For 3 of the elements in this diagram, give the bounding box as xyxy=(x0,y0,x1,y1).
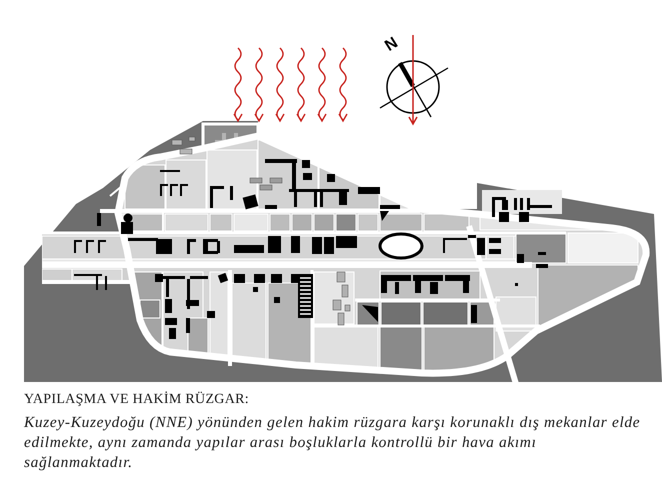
caption: Kuzey-Kuzeydoğu (NNE) yönünden gelen hakim rüzgara karşı korunaklı dış mekanlar elde edilmekte, aynı zamanda yapılar arası boşluklarla kontrollü bir hava akımı sağlanmaktadır. xyxy=(24,413,642,473)
north-label: N xyxy=(382,35,401,55)
title: YAPILAŞMA VE HAKİM RÜZGAR: xyxy=(24,391,249,409)
